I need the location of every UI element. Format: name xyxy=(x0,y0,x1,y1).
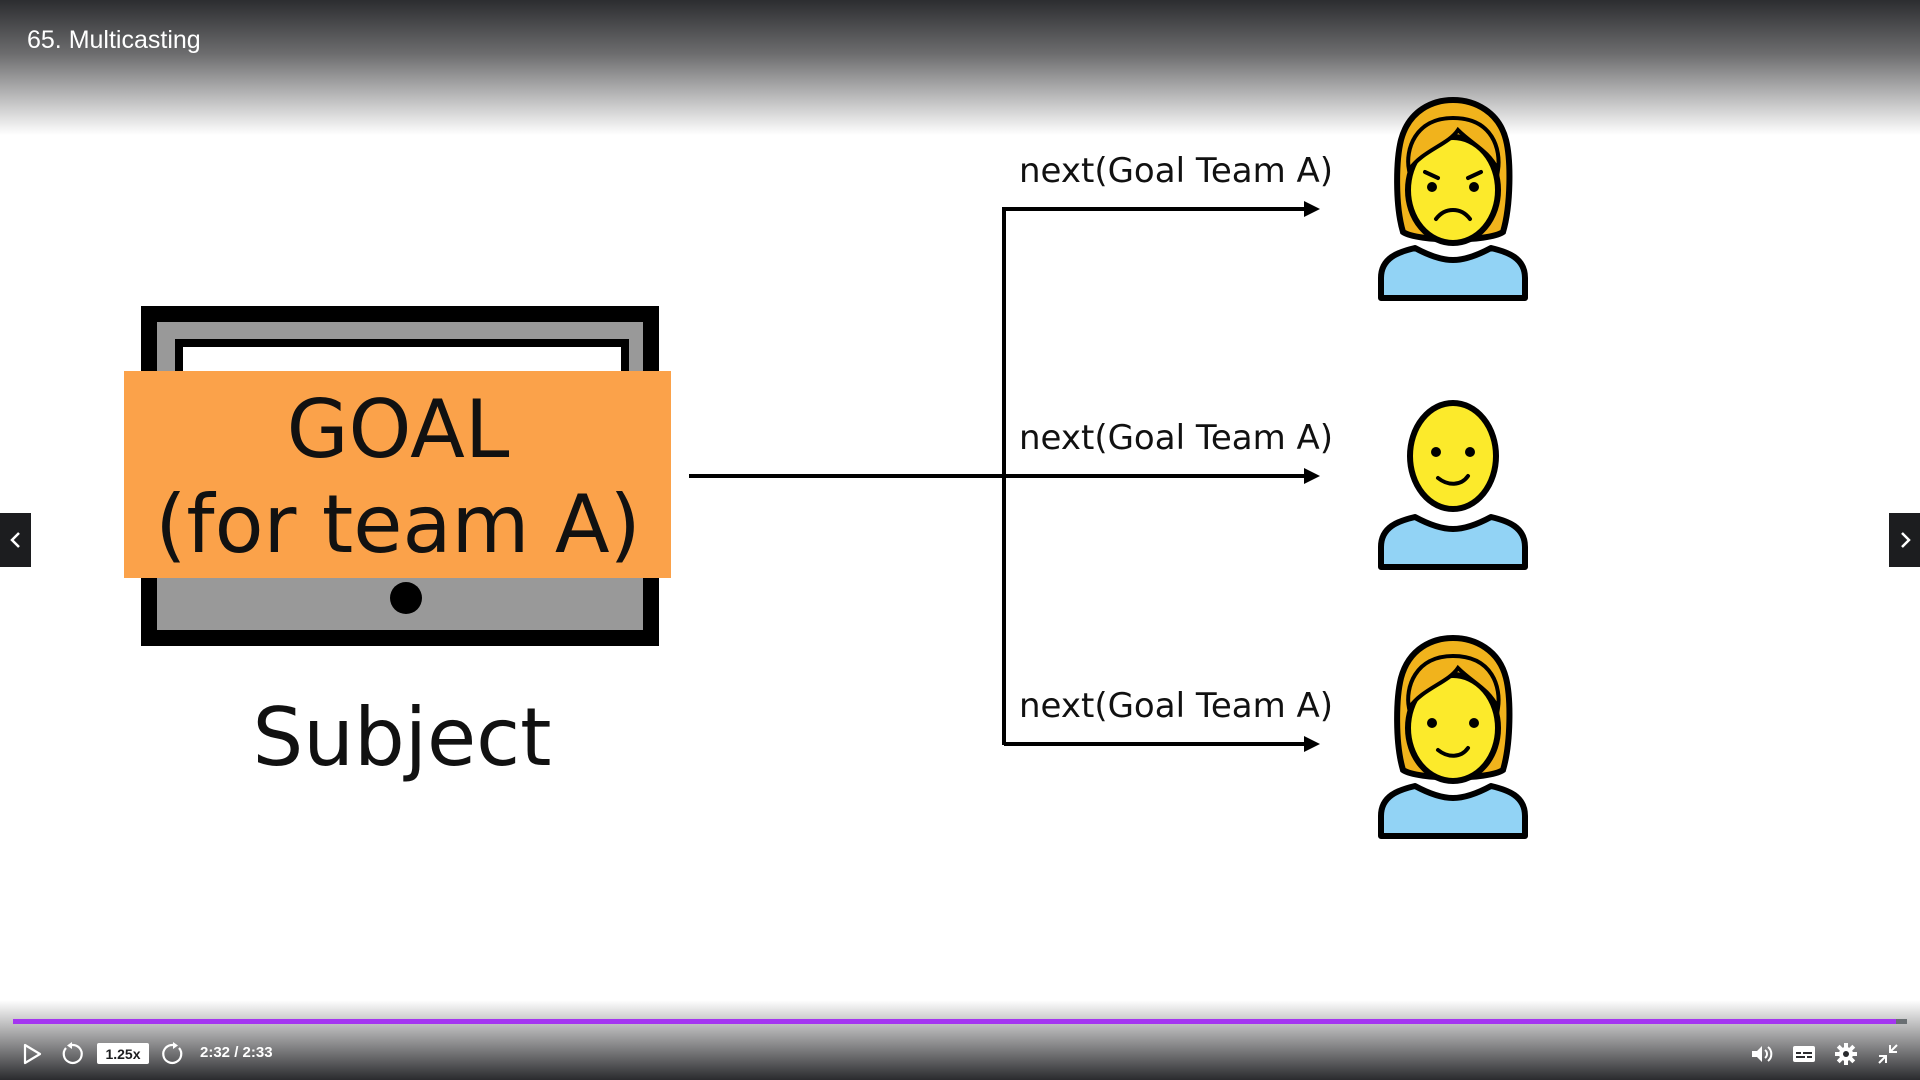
previous-lecture-button[interactable] xyxy=(0,513,31,567)
forward-icon xyxy=(162,1042,183,1065)
goal-label-line1: GOAL xyxy=(287,383,510,476)
rewind-button[interactable] xyxy=(58,1040,86,1068)
goal-label-box xyxy=(124,371,671,578)
exit-fullscreen-icon xyxy=(1878,1044,1898,1064)
volume-button[interactable] xyxy=(1748,1040,1776,1068)
title-bar-overlay xyxy=(0,0,1920,135)
playback-speed-button[interactable]: 1.25x xyxy=(97,1043,149,1064)
volume-icon xyxy=(1752,1046,1773,1062)
rewind-icon xyxy=(62,1042,83,1065)
arrow-1 xyxy=(1004,201,1320,217)
captions-button[interactable] xyxy=(1789,1040,1819,1068)
control-bar-overlay xyxy=(0,1000,1920,1080)
arrow-label-2: next(Goal Team A) xyxy=(1019,418,1333,458)
next-lecture-button[interactable] xyxy=(1889,513,1920,567)
video-title: 65. Multicasting xyxy=(27,26,201,54)
arrow-2 xyxy=(1004,468,1320,484)
observer-2-smiling-person-icon xyxy=(1378,400,1528,570)
subject-label: Subject xyxy=(252,691,551,784)
play-button[interactable] xyxy=(18,1040,46,1068)
forward-button[interactable] xyxy=(159,1040,187,1068)
chevron-left-icon xyxy=(9,532,20,548)
goal-label-line2: (for team A) xyxy=(155,478,641,571)
progress-bar[interactable] xyxy=(13,1019,1907,1024)
settings-button[interactable] xyxy=(1832,1040,1860,1068)
exit-fullscreen-button[interactable] xyxy=(1874,1040,1902,1068)
arrow-label-3: next(Goal Team A) xyxy=(1019,686,1333,726)
chevron-right-icon xyxy=(1900,532,1911,548)
time-display: 2:32 / 2:33 xyxy=(200,1044,273,1061)
captions-icon xyxy=(1793,1046,1815,1062)
arrow-label-1: next(Goal Team A) xyxy=(1019,151,1333,191)
arrow-3 xyxy=(1004,736,1320,752)
multicast-connector xyxy=(689,207,1006,745)
observer-3-smiling-person-icon xyxy=(1378,634,1528,839)
progress-bar-fill xyxy=(13,1019,1896,1024)
settings-icon xyxy=(1835,1043,1857,1065)
observer-1-sad-person-icon xyxy=(1378,96,1528,301)
play-icon xyxy=(23,1043,42,1065)
